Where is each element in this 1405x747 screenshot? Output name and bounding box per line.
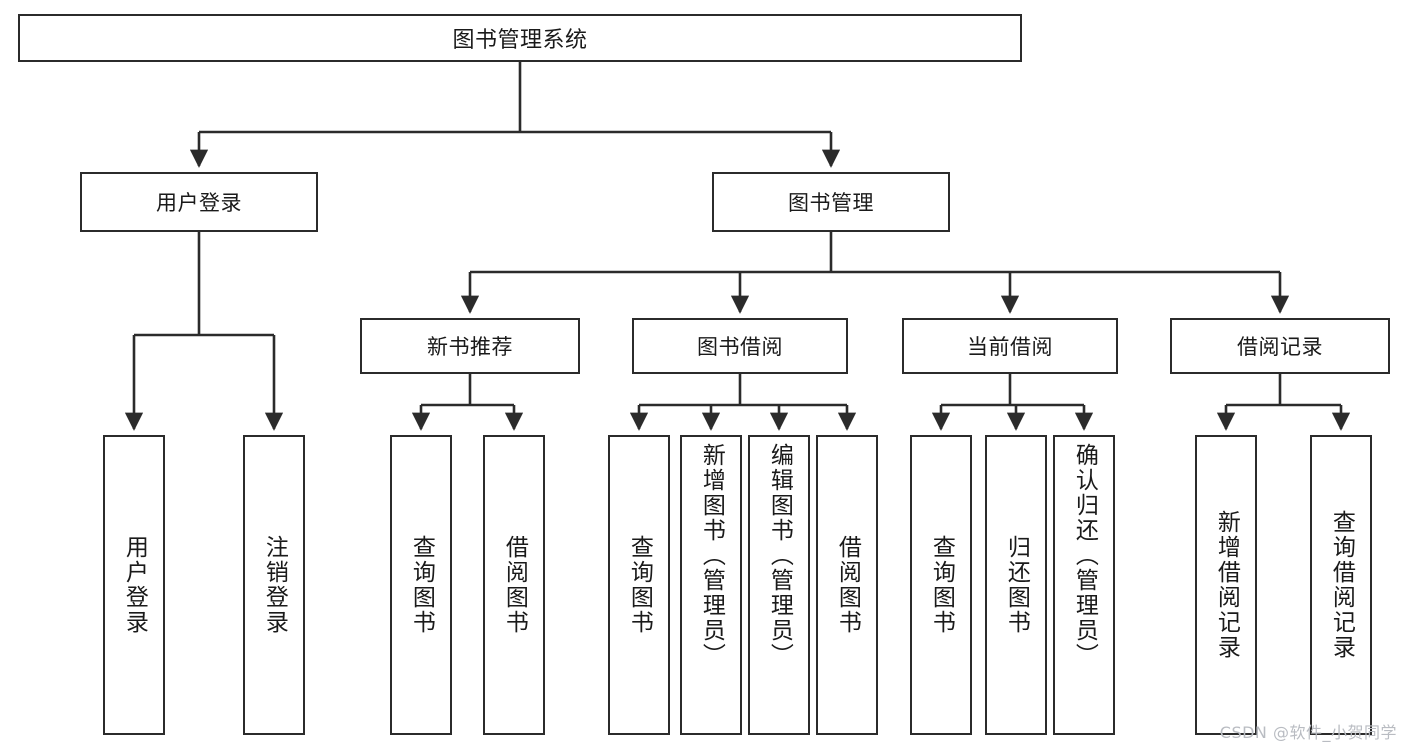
node-leaf-add-borrow-record[interactable]: 新增借阅记录 (1195, 435, 1257, 735)
node-leaf-query-book-3[interactable]: 查询图书 (910, 435, 972, 735)
node-leaf-confirm-return-admin[interactable]: 确认归还（管理员） (1053, 435, 1115, 735)
node-new-book-recommend[interactable]: 新书推荐 (360, 318, 580, 374)
node-label: 借阅记录 (1237, 335, 1323, 359)
node-book-borrow[interactable]: 图书借阅 (632, 318, 848, 374)
node-label: 借阅图书 (501, 535, 528, 635)
node-label: 新增借阅记录 (1213, 510, 1240, 660)
node-root-system[interactable]: 图书管理系统 (18, 14, 1022, 62)
node-label: 确认归还（管理员） (1071, 443, 1098, 668)
node-label: 查询图书 (928, 535, 955, 635)
node-leaf-logout-login[interactable]: 注销登录 (243, 435, 305, 735)
node-label: 图书借阅 (697, 335, 783, 359)
node-leaf-borrow-book-1[interactable]: 借阅图书 (483, 435, 545, 735)
node-label: 用户登录 (121, 535, 148, 635)
node-label: 新增图书（管理员） (698, 443, 725, 668)
node-leaf-return-book[interactable]: 归还图书 (985, 435, 1047, 735)
node-leaf-add-book-admin[interactable]: 新增图书（管理员） (680, 435, 742, 735)
node-leaf-query-book-2[interactable]: 查询图书 (608, 435, 670, 735)
node-label: 注销登录 (261, 535, 288, 635)
watermark-text: CSDN @软件_小贺同学 (1219, 723, 1397, 742)
node-label: 编辑图书（管理员） (766, 443, 793, 668)
node-label: 借阅图书 (834, 535, 861, 635)
node-label: 归还图书 (1003, 535, 1030, 635)
node-current-borrow[interactable]: 当前借阅 (902, 318, 1118, 374)
node-leaf-query-book-1[interactable]: 查询图书 (390, 435, 452, 735)
node-leaf-edit-book-admin[interactable]: 编辑图书（管理员） (748, 435, 810, 735)
node-user-login[interactable]: 用户登录 (80, 172, 318, 232)
node-borrow-records[interactable]: 借阅记录 (1170, 318, 1390, 374)
node-label: 用户登录 (156, 191, 242, 215)
node-label: 查询图书 (626, 535, 653, 635)
node-leaf-user-login[interactable]: 用户登录 (103, 435, 165, 735)
node-label: 新书推荐 (427, 335, 513, 359)
node-leaf-query-borrow-record[interactable]: 查询借阅记录 (1310, 435, 1372, 735)
node-book-manage[interactable]: 图书管理 (712, 172, 950, 232)
node-label: 当前借阅 (967, 335, 1053, 359)
node-label: 图书管理系统 (452, 28, 588, 53)
node-label: 查询图书 (408, 535, 435, 635)
node-label: 查询借阅记录 (1328, 510, 1355, 660)
node-label: 图书管理 (788, 191, 874, 215)
node-leaf-borrow-book-2[interactable]: 借阅图书 (816, 435, 878, 735)
